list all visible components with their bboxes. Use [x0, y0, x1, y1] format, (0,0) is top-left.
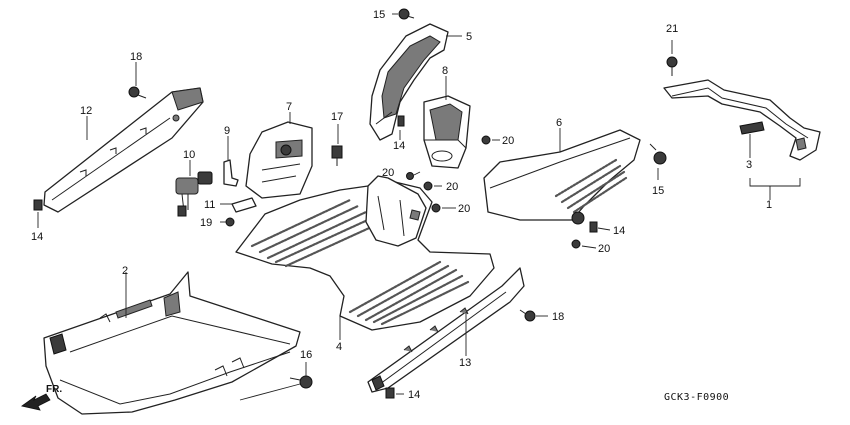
callout-18-b: 18 — [552, 311, 564, 323]
diagram-code: GCK3-F0900 — [664, 392, 729, 403]
part-2-lower-cover — [43, 271, 301, 415]
callout-20-a: 20 — [502, 135, 514, 147]
callout-20-c: 20 — [446, 181, 458, 193]
callout-20-e: 20 — [598, 243, 610, 255]
callout-13: 13 — [459, 357, 471, 369]
part-7-key-panel — [245, 121, 313, 199]
callout-labels: 1 2 3 4 5 6 7 8 9 10 11 12 13 14 14 14 1… — [31, 9, 772, 401]
clip-20-a — [481, 135, 491, 145]
part-12-side-rail — [43, 87, 204, 213]
callout-15-b: 15 — [652, 185, 664, 197]
front-arrow-icon — [21, 393, 51, 411]
front-direction-arrow: FR. — [21, 384, 62, 411]
screw-19 — [225, 217, 235, 227]
clip-20-c — [423, 181, 433, 191]
callout-11: 11 — [204, 199, 215, 211]
callout-16: 16 — [300, 349, 312, 361]
callout-17: 17 — [331, 111, 343, 123]
screw-15-right — [649, 143, 667, 165]
clip-14-a — [33, 199, 43, 211]
clip-14-d — [385, 387, 395, 399]
callout-5: 5 — [466, 31, 472, 43]
part-1-frame-bracket — [663, 79, 821, 161]
front-label: FR. — [46, 384, 62, 395]
screw-15-top — [398, 8, 415, 20]
clip-14-b — [397, 115, 405, 127]
clip-14-c — [589, 221, 598, 233]
callout-14-c: 14 — [613, 225, 625, 237]
callout-2: 2 — [122, 265, 128, 277]
part-8-bracket — [423, 95, 471, 169]
callout-18-a: 18 — [130, 51, 142, 63]
callout-10: 10 — [183, 149, 195, 161]
screw-21 — [666, 56, 678, 76]
callout-21: 21 — [666, 23, 678, 35]
callout-14-b: 14 — [393, 140, 405, 152]
clip-20-b — [406, 172, 414, 180]
screw-18-top — [128, 86, 147, 99]
callout-6: 6 — [556, 117, 562, 129]
callout-8: 8 — [442, 65, 448, 77]
callout-19: 19 — [200, 217, 212, 229]
part-6-body-cover — [483, 129, 641, 225]
callout-15-a: 15 — [373, 9, 385, 21]
part-4-floor-step — [235, 175, 495, 331]
clip-20-d — [431, 203, 441, 213]
part-3-pad — [739, 121, 765, 135]
callout-9: 9 — [224, 125, 230, 137]
screw-18-mid — [519, 309, 536, 322]
part-10-key-switch — [175, 171, 213, 217]
part-11-bracket — [231, 197, 257, 213]
fastener-screws — [33, 8, 678, 399]
bolt-17 — [331, 145, 343, 166]
callout-1: 1 — [766, 199, 772, 211]
callout-12: 12 — [80, 105, 92, 117]
callout-14-d: 14 — [408, 389, 420, 401]
callout-3: 3 — [746, 159, 752, 171]
callout-4: 4 — [336, 341, 342, 353]
callout-7: 7 — [286, 101, 292, 113]
part-13-side-rail — [367, 267, 525, 393]
callout-20-b: 20 — [382, 167, 394, 179]
clip-20-e — [571, 239, 581, 249]
leader-lines — [37, 13, 801, 401]
callout-14-a: 14 — [31, 231, 43, 243]
part-5-pocket-cover — [369, 23, 449, 141]
part-9-bracket — [223, 159, 239, 187]
callout-20-d: 20 — [458, 203, 470, 215]
